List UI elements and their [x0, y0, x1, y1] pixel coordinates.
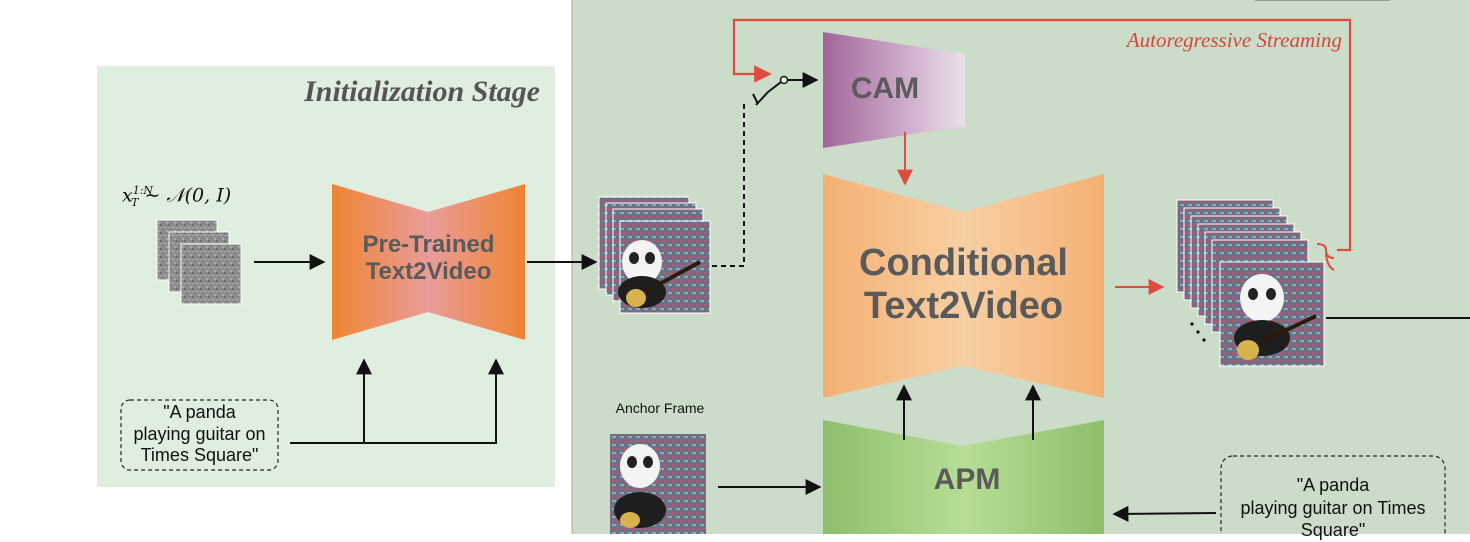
- init-prompt-line2: playing guitar on: [133, 423, 266, 444]
- noise-subscript: T: [131, 196, 139, 210]
- noise-frames-icon: [156, 219, 242, 305]
- init-prompt-line1: "A panda: [163, 402, 236, 422]
- anchor-frame-image: [610, 434, 706, 534]
- conditional-label-line1: Conditional: [859, 242, 1068, 284]
- apm-label: APM: [933, 463, 1001, 496]
- arrow-prompt-to-apm: [1112, 505, 1217, 522]
- stream-prompt-line2: playing guitar on Times: [1240, 497, 1426, 518]
- switch-icon: [752, 75, 789, 106]
- prompt-connector-right: [364, 358, 504, 444]
- pretrained-model-label: Pre-Trained Text2Video: [332, 231, 525, 286]
- autoregressive-feedback-loop: [732, 18, 1352, 252]
- initial-video-chunk-image: [598, 196, 711, 314]
- init-prompt-box: [120, 399, 279, 471]
- cam-label: CAM: [850, 72, 920, 105]
- apm-block: [823, 420, 1104, 534]
- anchor-frame-label: Anchor Frame: [615, 400, 705, 416]
- initialization-stage-title: Initialization Stage: [304, 75, 540, 108]
- pretrained-text2video-block: [332, 184, 525, 340]
- autoregressive-streaming-title: Autoregressive Streaming: [1126, 28, 1342, 52]
- pretrained-label-line2: Text2Video: [365, 257, 492, 285]
- output-video-chunks-image: [1176, 199, 1325, 367]
- cam-block: [823, 32, 965, 148]
- conditional-model-label: Conditional Text2Video: [823, 242, 1104, 327]
- pretrained-label-line1: Pre-Trained: [362, 231, 495, 258]
- stream-prompt-line1: "A panda: [1296, 475, 1370, 495]
- noise-var: x: [122, 184, 133, 207]
- stream-prompt-line3: Square": [1300, 520, 1366, 540]
- conditional-label-line2: Text2Video: [863, 284, 1064, 327]
- noise-distribution-label: x1:NT ∼ 𝒩(0, I): [122, 184, 231, 209]
- noise-distribution: 𝒩(0, I): [166, 184, 232, 207]
- init-prompt-line3: Times Square": [140, 445, 259, 466]
- feedback-brace: [1316, 243, 1335, 271]
- noise-relation: ∼: [144, 184, 161, 207]
- stream-prompt-box: [1220, 455, 1446, 534]
- conditional-text2video-block: [823, 174, 1104, 398]
- stream-prompt-text: "A panda playing guitar on Times Square": [1221, 474, 1445, 542]
- init-prompt-text: "A panda playing guitar on Times Square": [121, 402, 278, 467]
- dashed-chunk-to-cam: [712, 102, 745, 267]
